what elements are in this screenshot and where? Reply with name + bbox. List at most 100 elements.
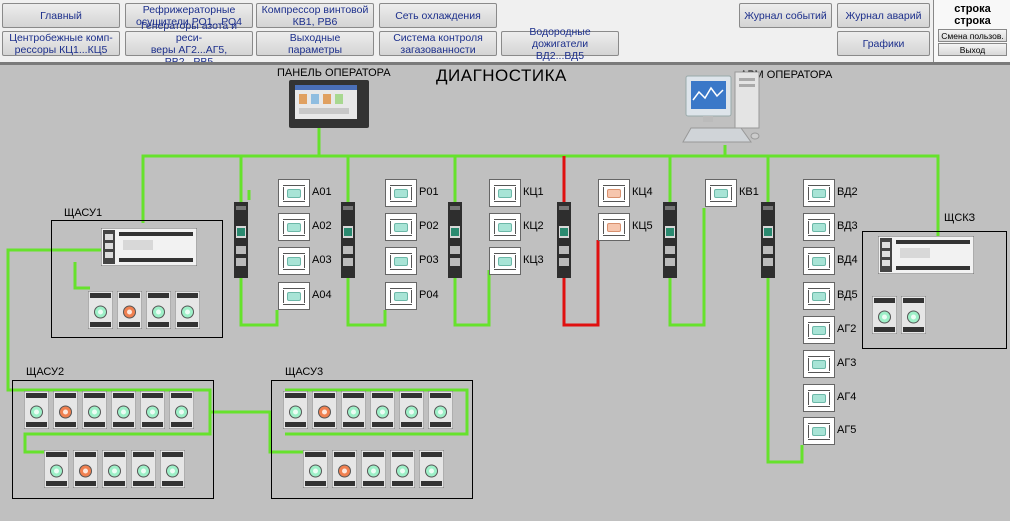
network-switch-1[interactable]: [234, 202, 248, 278]
io-module[interactable]: [303, 450, 328, 488]
device-node-16[interactable]: [803, 247, 835, 275]
device-node-7[interactable]: [385, 282, 417, 310]
device-node-2[interactable]: [278, 247, 310, 275]
device-status-icon: [714, 189, 728, 198]
nav-screw-compressor-button[interactable]: Компрессор винтовой КВ1, РВ6: [256, 3, 374, 28]
device-status-icon: [812, 360, 826, 369]
operator-panel-icon[interactable]: [289, 80, 369, 128]
operator-workstation-icon[interactable]: [681, 70, 766, 147]
device-node-14[interactable]: [803, 179, 835, 207]
io-module[interactable]: [361, 450, 386, 488]
io-module[interactable]: [283, 391, 308, 429]
device-node-4[interactable]: [385, 179, 417, 207]
device-status-icon: [498, 189, 512, 198]
operator-panel-label: ПАНЕЛЬ ОПЕРАТОРА: [277, 67, 391, 79]
device-node-label: А01: [312, 186, 332, 198]
io-module[interactable]: [399, 391, 424, 429]
nav-cooling-network-button[interactable]: Сеть охлаждения: [379, 3, 497, 28]
network-switch-6[interactable]: [761, 202, 775, 278]
io-module[interactable]: [341, 391, 366, 429]
io-module[interactable]: [169, 391, 194, 429]
io-module[interactable]: [111, 391, 136, 429]
io-module[interactable]: [44, 450, 69, 488]
nav-refrigeration-dryers-button[interactable]: Рефрижераторные осушители РО1...РО4: [125, 3, 253, 28]
device-node-10[interactable]: [489, 247, 521, 275]
device-status-icon: [607, 223, 621, 232]
io-module[interactable]: [428, 391, 453, 429]
io-module[interactable]: [88, 291, 113, 329]
io-module[interactable]: [370, 391, 395, 429]
exit-button[interactable]: Выход: [938, 43, 1007, 56]
network-switch-4[interactable]: [557, 202, 571, 278]
io-module[interactable]: [312, 391, 337, 429]
device-node-1[interactable]: [278, 213, 310, 241]
device-node-5[interactable]: [385, 213, 417, 241]
device-node-19[interactable]: [803, 350, 835, 378]
device-node-21[interactable]: [803, 417, 835, 445]
io-module[interactable]: [131, 450, 156, 488]
io-module[interactable]: [140, 391, 165, 429]
io-module[interactable]: [872, 296, 897, 334]
io-module[interactable]: [102, 450, 127, 488]
nav-main-button[interactable]: Главный: [2, 3, 120, 28]
io-module[interactable]: [73, 450, 98, 488]
sw6-loop: [766, 278, 804, 464]
network-switch-5[interactable]: [663, 202, 677, 278]
device-node-label: КЦ4: [632, 186, 653, 198]
device-node-17[interactable]: [803, 282, 835, 310]
device-node-label: КЦ1: [523, 186, 544, 198]
device-node-3[interactable]: [278, 282, 310, 310]
io-module[interactable]: [332, 450, 357, 488]
network-switch-2[interactable]: [341, 202, 355, 278]
cabinet-shsk3-label: ЩСКЗ: [944, 212, 976, 224]
nav-gas-control-button[interactable]: Система контроля загазованности: [379, 31, 497, 56]
controller-shasu1[interactable]: [101, 228, 197, 266]
nav-centrifugal-compressors-button[interactable]: Центробежные комп- рессоры КЦ1...КЦ5: [2, 31, 120, 56]
top-bus-line: [141, 154, 940, 238]
device-node-label: ВД5: [837, 289, 858, 301]
device-status-icon: [812, 326, 826, 335]
device-status-icon: [394, 292, 408, 301]
cabinet-shasu2-label: ЩАСУ2: [26, 366, 65, 378]
device-node-label: ВД3: [837, 220, 858, 232]
device-node-label: АГ3: [837, 357, 857, 369]
device-node-20[interactable]: [803, 384, 835, 412]
device-node-label: КЦ2: [523, 220, 544, 232]
device-node-13[interactable]: [705, 179, 737, 207]
event-log-button[interactable]: Журнал событий: [739, 3, 832, 28]
device-node-label: ВД2: [837, 186, 858, 198]
io-module[interactable]: [24, 391, 49, 429]
device-node-12[interactable]: [598, 213, 630, 241]
nav-output-parameters-button[interactable]: Выходные параметры: [256, 31, 374, 56]
device-node-9[interactable]: [489, 213, 521, 241]
graphs-button[interactable]: Графики: [837, 31, 930, 56]
io-module[interactable]: [146, 291, 171, 329]
change-user-button[interactable]: Смена пользов.: [938, 29, 1007, 42]
device-node-11[interactable]: [598, 179, 630, 207]
controller-shsk3[interactable]: [878, 236, 974, 274]
shasu2-top: [23, 388, 212, 454]
device-node-6[interactable]: [385, 247, 417, 275]
cabinet-shasu1: [51, 220, 223, 338]
device-node-0[interactable]: [278, 179, 310, 207]
device-node-label: Р01: [419, 186, 439, 198]
io-module[interactable]: [901, 296, 926, 334]
io-module[interactable]: [53, 391, 78, 429]
io-module[interactable]: [390, 450, 415, 488]
io-module[interactable]: [160, 450, 185, 488]
network-switch-3[interactable]: [448, 202, 462, 278]
io-module[interactable]: [419, 450, 444, 488]
cabinet-shasu1-label: ЩАСУ1: [64, 207, 103, 219]
alarm-log-button[interactable]: Журнал аварий: [837, 3, 930, 28]
user-line-2: строка: [954, 15, 991, 27]
io-module[interactable]: [117, 291, 142, 329]
device-node-8[interactable]: [489, 179, 521, 207]
device-status-icon: [812, 292, 826, 301]
device-node-15[interactable]: [803, 213, 835, 241]
device-status-icon: [812, 427, 826, 436]
device-node-18[interactable]: [803, 316, 835, 344]
io-module[interactable]: [82, 391, 107, 429]
user-panel: строка строка Смена пользов. Выход: [933, 0, 1010, 62]
header-separator: [0, 62, 1010, 65]
io-module[interactable]: [175, 291, 200, 329]
